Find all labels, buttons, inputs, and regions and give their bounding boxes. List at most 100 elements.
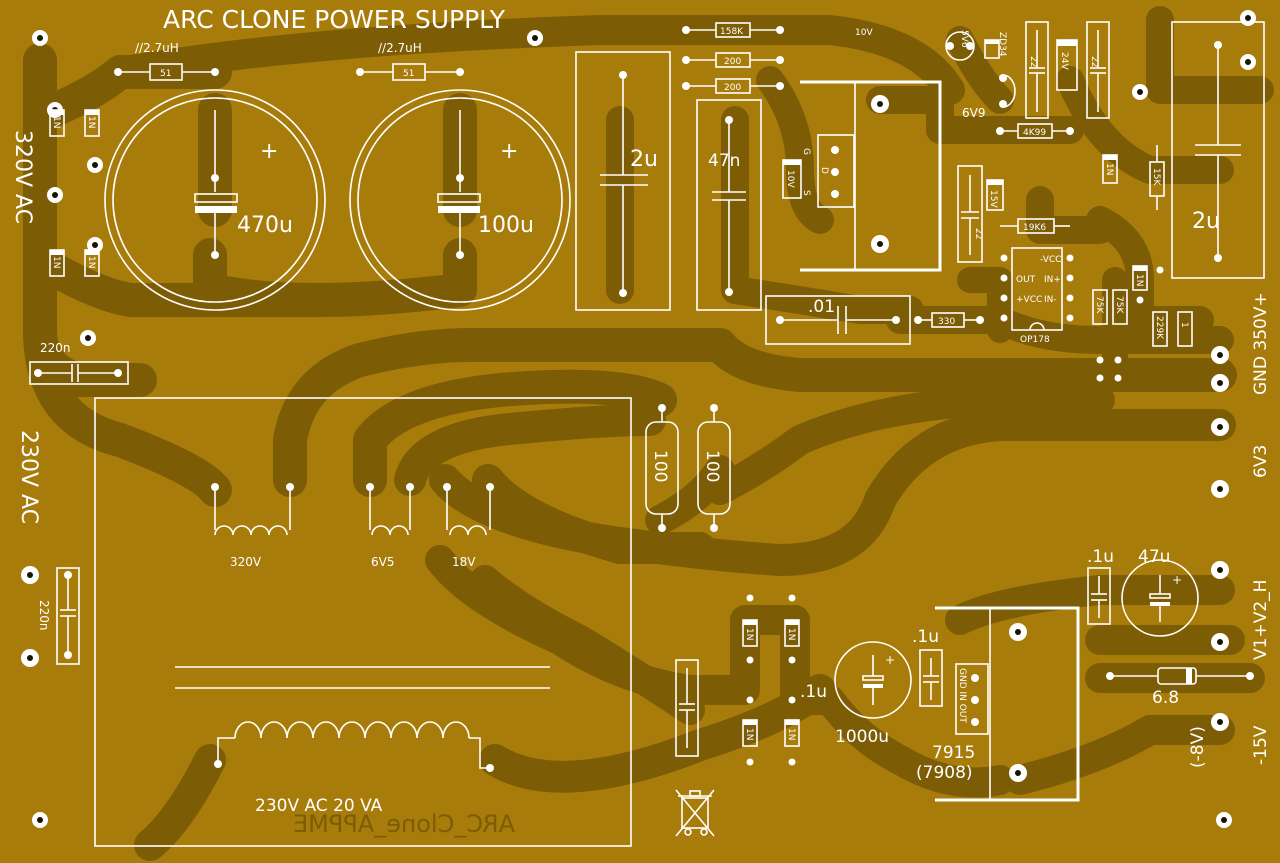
resistor-19k6: 19K6 [1000,218,1070,234]
svg-text:15V: 15V [988,190,998,208]
input-230v-pads [21,566,39,667]
svg-text:75K: 75K [1114,296,1124,314]
mosfet-heatsink: G D S [800,80,942,272]
svg-text:IN+: IN+ [1044,275,1061,285]
svg-text:+: + [260,139,278,164]
capacitor-1u-output [1087,567,1111,625]
zd34: ZD34 [984,32,1007,59]
inductor-left-label: //2.7uH [135,41,179,55]
svg-text:G: G [801,148,811,155]
secondary-18v: 18V [443,483,494,569]
label-v1v2h: V1+V2_H [1251,580,1271,660]
capacitor-22-b: 22 [1086,21,1110,119]
capacitor-220n-bottom: 220n [37,567,80,665]
mirrored-board-name: ARC_Clone_APPME [293,810,515,838]
secondary-6v5: 6V5 [366,483,414,569]
capacitor-220n-top: 220n [29,330,129,385]
diode-1n-upper-left: 1N [49,109,65,137]
svg-text:19K6: 19K6 [1023,223,1046,233]
label-neg8v: (-8V) [1188,726,1208,768]
resistor-15k: 15K [1149,145,1165,210]
svg-text:IN-: IN- [1044,295,1057,305]
svg-text:6V9: 6V9 [962,106,985,120]
regulator-7915: GND IN OUT 7915 (7908) [916,606,1080,802]
svg-text:+VCC: +VCC [1016,295,1042,305]
inductor-right-label: //2.7uH [378,41,422,55]
svg-text:6V5: 6V5 [371,555,394,569]
resistor-100-a: 100 [645,404,679,532]
zener-10v: 10V [782,159,802,199]
zener-15v: 15V [986,179,1004,211]
svg-text:GND IN OUT: GND IN OUT [957,668,967,723]
svg-text:+: + [500,139,518,164]
svg-text:OP178: OP178 [1020,335,1050,345]
diode-1n-lower-left: 1N [49,249,65,277]
resistor-100-b: 100 [697,404,731,532]
svg-text:220n: 220n [40,341,71,355]
capacitor-1u-regulator [919,649,943,707]
svg-text:1000u: 1000u [835,727,889,747]
svg-text:22: 22 [1089,56,1099,67]
primary-winding [214,721,494,772]
capacitor-2u-right: 2u [1171,21,1265,279]
resistor-51-left: 51 [114,63,219,81]
secondary-320v: 320V [211,483,294,569]
opamp-op178: -VCC -VCC OUT IN+ +VCC IN- OP178 [1000,247,1074,345]
svg-text:2u: 2u [630,147,658,172]
svg-text:1N: 1N [744,728,754,740]
resistor-200-b: 200 [682,78,784,94]
board-title: ARC CLONE POWER SUPPLY [163,5,506,34]
svg-text:+: + [1172,573,1182,587]
diode-1n-op: 1N [1132,265,1148,291]
transformer: 320V 6V5 18V 230V AC 20 VA [94,397,632,847]
capacitor-1000u: + 1000u [834,641,912,747]
label-neg15v: -15V [1251,725,1271,765]
capacitor-47n: 47n [696,99,762,311]
svg-text:-VCC: -VCC [1040,255,1061,265]
svg-text:15K: 15K [1151,168,1161,186]
cap-470u-label: 470u [237,213,293,238]
svg-text:1N: 1N [86,116,96,128]
svg-text:1N: 1N [786,728,796,740]
svg-text:320V: 320V [230,555,262,569]
svg-text:100: 100 [702,450,722,482]
resistor-4k99: 4K99 [996,123,1074,139]
svg-text:S: S [801,190,811,196]
capacitor-bottom-film [675,659,699,757]
capacitor-01: .01 [765,295,911,345]
diode-1n-lower-right: 1N [84,249,100,277]
capacitor-22-a: 22 [1025,21,1049,119]
label-cap-1u-b: .1u [912,627,939,647]
svg-text:2u: 2u [1192,209,1220,234]
zener-5v6: 5V6 [945,30,975,61]
output-pads [1211,346,1229,731]
transformer-rating: 230V AC 20 VA [255,796,383,816]
resistor-200-a: 200 [682,52,784,68]
diode-1n-bridge-c: 1N [742,719,758,747]
svg-text:6.8: 6.8 [1152,688,1179,708]
resistor-75k-a: 75K [1092,289,1108,325]
label-gnd-350v: GND 350V+ [1251,292,1271,395]
svg-text:1N: 1N [51,116,61,128]
svg-text:5V6: 5V6 [959,30,969,48]
capacitor-470u: + 470u [104,89,326,311]
diode-1n-bridge-b: 1N [784,619,800,647]
resistor-75k-b: 75K [1112,289,1128,325]
bridge-pads [746,594,796,766]
resistor-6-8: 6.8 [1106,667,1254,708]
weee-recycle-icon [675,789,715,837]
capacitor-100u: + 100u [349,89,571,311]
svg-text:1N: 1N [51,256,61,268]
svg-text:22: 22 [1028,56,1038,67]
svg-text:24V: 24V [1059,52,1069,70]
svg-text:+: + [885,653,895,667]
svg-text:22: 22 [973,228,983,239]
label-10v: 10V [855,28,873,38]
capacitor-2u-middle: 2u [575,51,671,311]
resistor-330: 330 [914,312,984,328]
svg-text:4K99: 4K99 [1023,128,1046,138]
capacitor-22-c: 22 [957,165,983,263]
op-pad-grid [1096,266,1164,382]
svg-text:(7908): (7908) [916,763,973,783]
